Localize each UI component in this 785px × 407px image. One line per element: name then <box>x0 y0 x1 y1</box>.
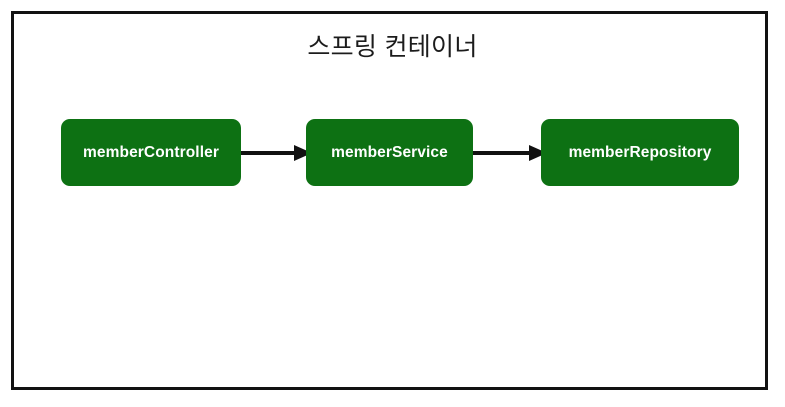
bean-node-member-controller[interactable]: memberController <box>61 119 241 186</box>
arrow-right-icon <box>470 145 547 161</box>
arrow-controller-to-service <box>238 141 312 165</box>
arrow-service-to-repository <box>470 141 547 165</box>
bean-node-label: memberService <box>331 143 448 161</box>
spring-container-frame: 스프링 컨테이너 memberController memberService … <box>11 11 768 390</box>
bean-node-label: memberController <box>83 143 219 161</box>
bean-node-member-repository[interactable]: memberRepository <box>541 119 739 186</box>
arrow-right-icon <box>238 145 312 161</box>
bean-node-label: memberRepository <box>568 143 712 161</box>
spring-container-title: 스프링 컨테이너 <box>307 33 478 61</box>
bean-node-member-service[interactable]: memberService <box>306 119 473 186</box>
